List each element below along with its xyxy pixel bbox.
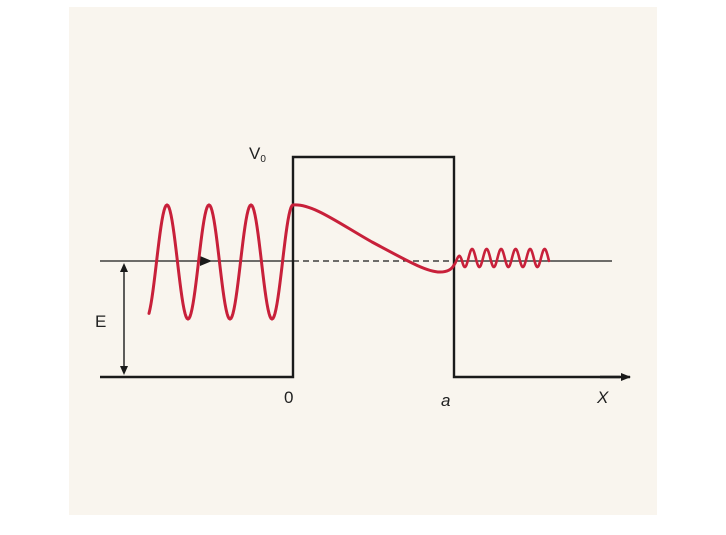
x-axis-label: X [597, 388, 609, 407]
barrier-width-label: a [441, 391, 451, 410]
incident-wave [147, 203, 295, 321]
energy-arrow-top-head [120, 263, 128, 272]
origin-label: 0 [284, 388, 294, 407]
energy-label: E [95, 312, 107, 331]
transmitted-wave [452, 247, 551, 269]
decaying-wave [291, 203, 456, 274]
barrier-height-label: V0 [249, 144, 266, 165]
propagation-arrow [200, 256, 212, 266]
potential-barrier [100, 155, 620, 379]
energy-arrow-bottom-head [120, 366, 128, 375]
